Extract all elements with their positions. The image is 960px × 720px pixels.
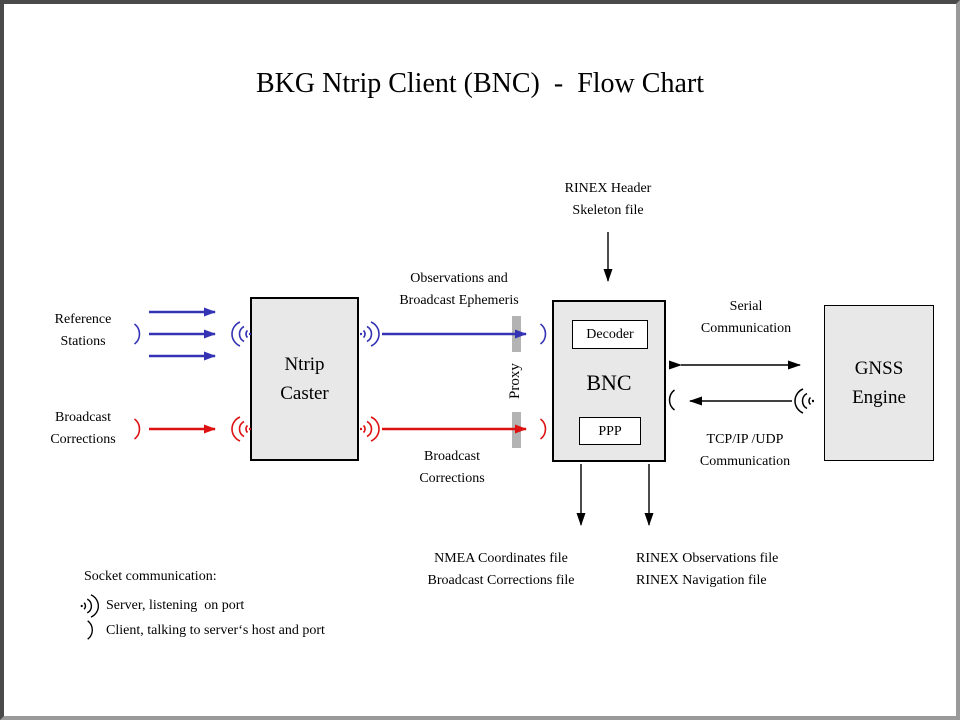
server-socket-icon-gnss [794,388,814,414]
legend-title: Socket communication: [84,569,217,584]
legend-server-text: Server, listening on port [106,598,245,613]
proxy-label: Proxy [507,363,523,399]
server-socket-icon-caster-out-obs [360,321,380,347]
page-title: BKG Ntrip Client (BNC) - Flow Chart [256,68,704,99]
server-socket-icon-caster-out-corr [360,416,380,442]
server-socket-icon-caster-in-obs [231,321,251,347]
rinex-outputs-label: RINEX Observations file RINEX Navigation… [636,551,779,588]
observations-label: Observations and Broadcast Ephemeris [399,271,519,308]
client-socket-icon-bnc-corr [539,418,547,440]
rinex-header-label: RINEX Header Skeleton file [564,181,652,218]
tcpip-communication-label: TCP/IP /UDP Communication [699,432,791,469]
decoder-box: Decoder [572,320,648,349]
client-socket-icon-bnc-obs [539,323,547,345]
client-socket-icon-ref-stations [133,323,141,345]
server-socket-icon-caster-in-corr [231,416,251,442]
ppp-box: PPP [579,417,641,445]
nmea-outputs-label: NMEA Coordinates file Broadcast Correcti… [427,551,575,588]
client-socket-legend-icon [87,620,93,640]
gnss-engine-box: GNSS Engine [824,305,934,461]
legend-client-text: Client, talking to server‘s host and por… [106,623,325,638]
broadcast-corrections-mid-label: Broadcast Corrections [419,449,485,486]
reference-stations-label: Reference Stations [54,312,112,349]
broadcast-corrections-left-label: Broadcast Corrections [50,410,116,447]
proxy-bar-bottom [512,412,521,448]
bnc-label: BNC [586,370,632,395]
bnc-box: Decoder BNC PPP [552,300,666,462]
serial-communication-label: Serial Communication [700,299,792,336]
proxy-bar-top [512,316,521,352]
ntrip-caster-box: Ntrip Caster [250,297,359,461]
server-socket-legend-icon [80,594,100,618]
client-socket-icon-bnc-tcpip [668,389,675,411]
